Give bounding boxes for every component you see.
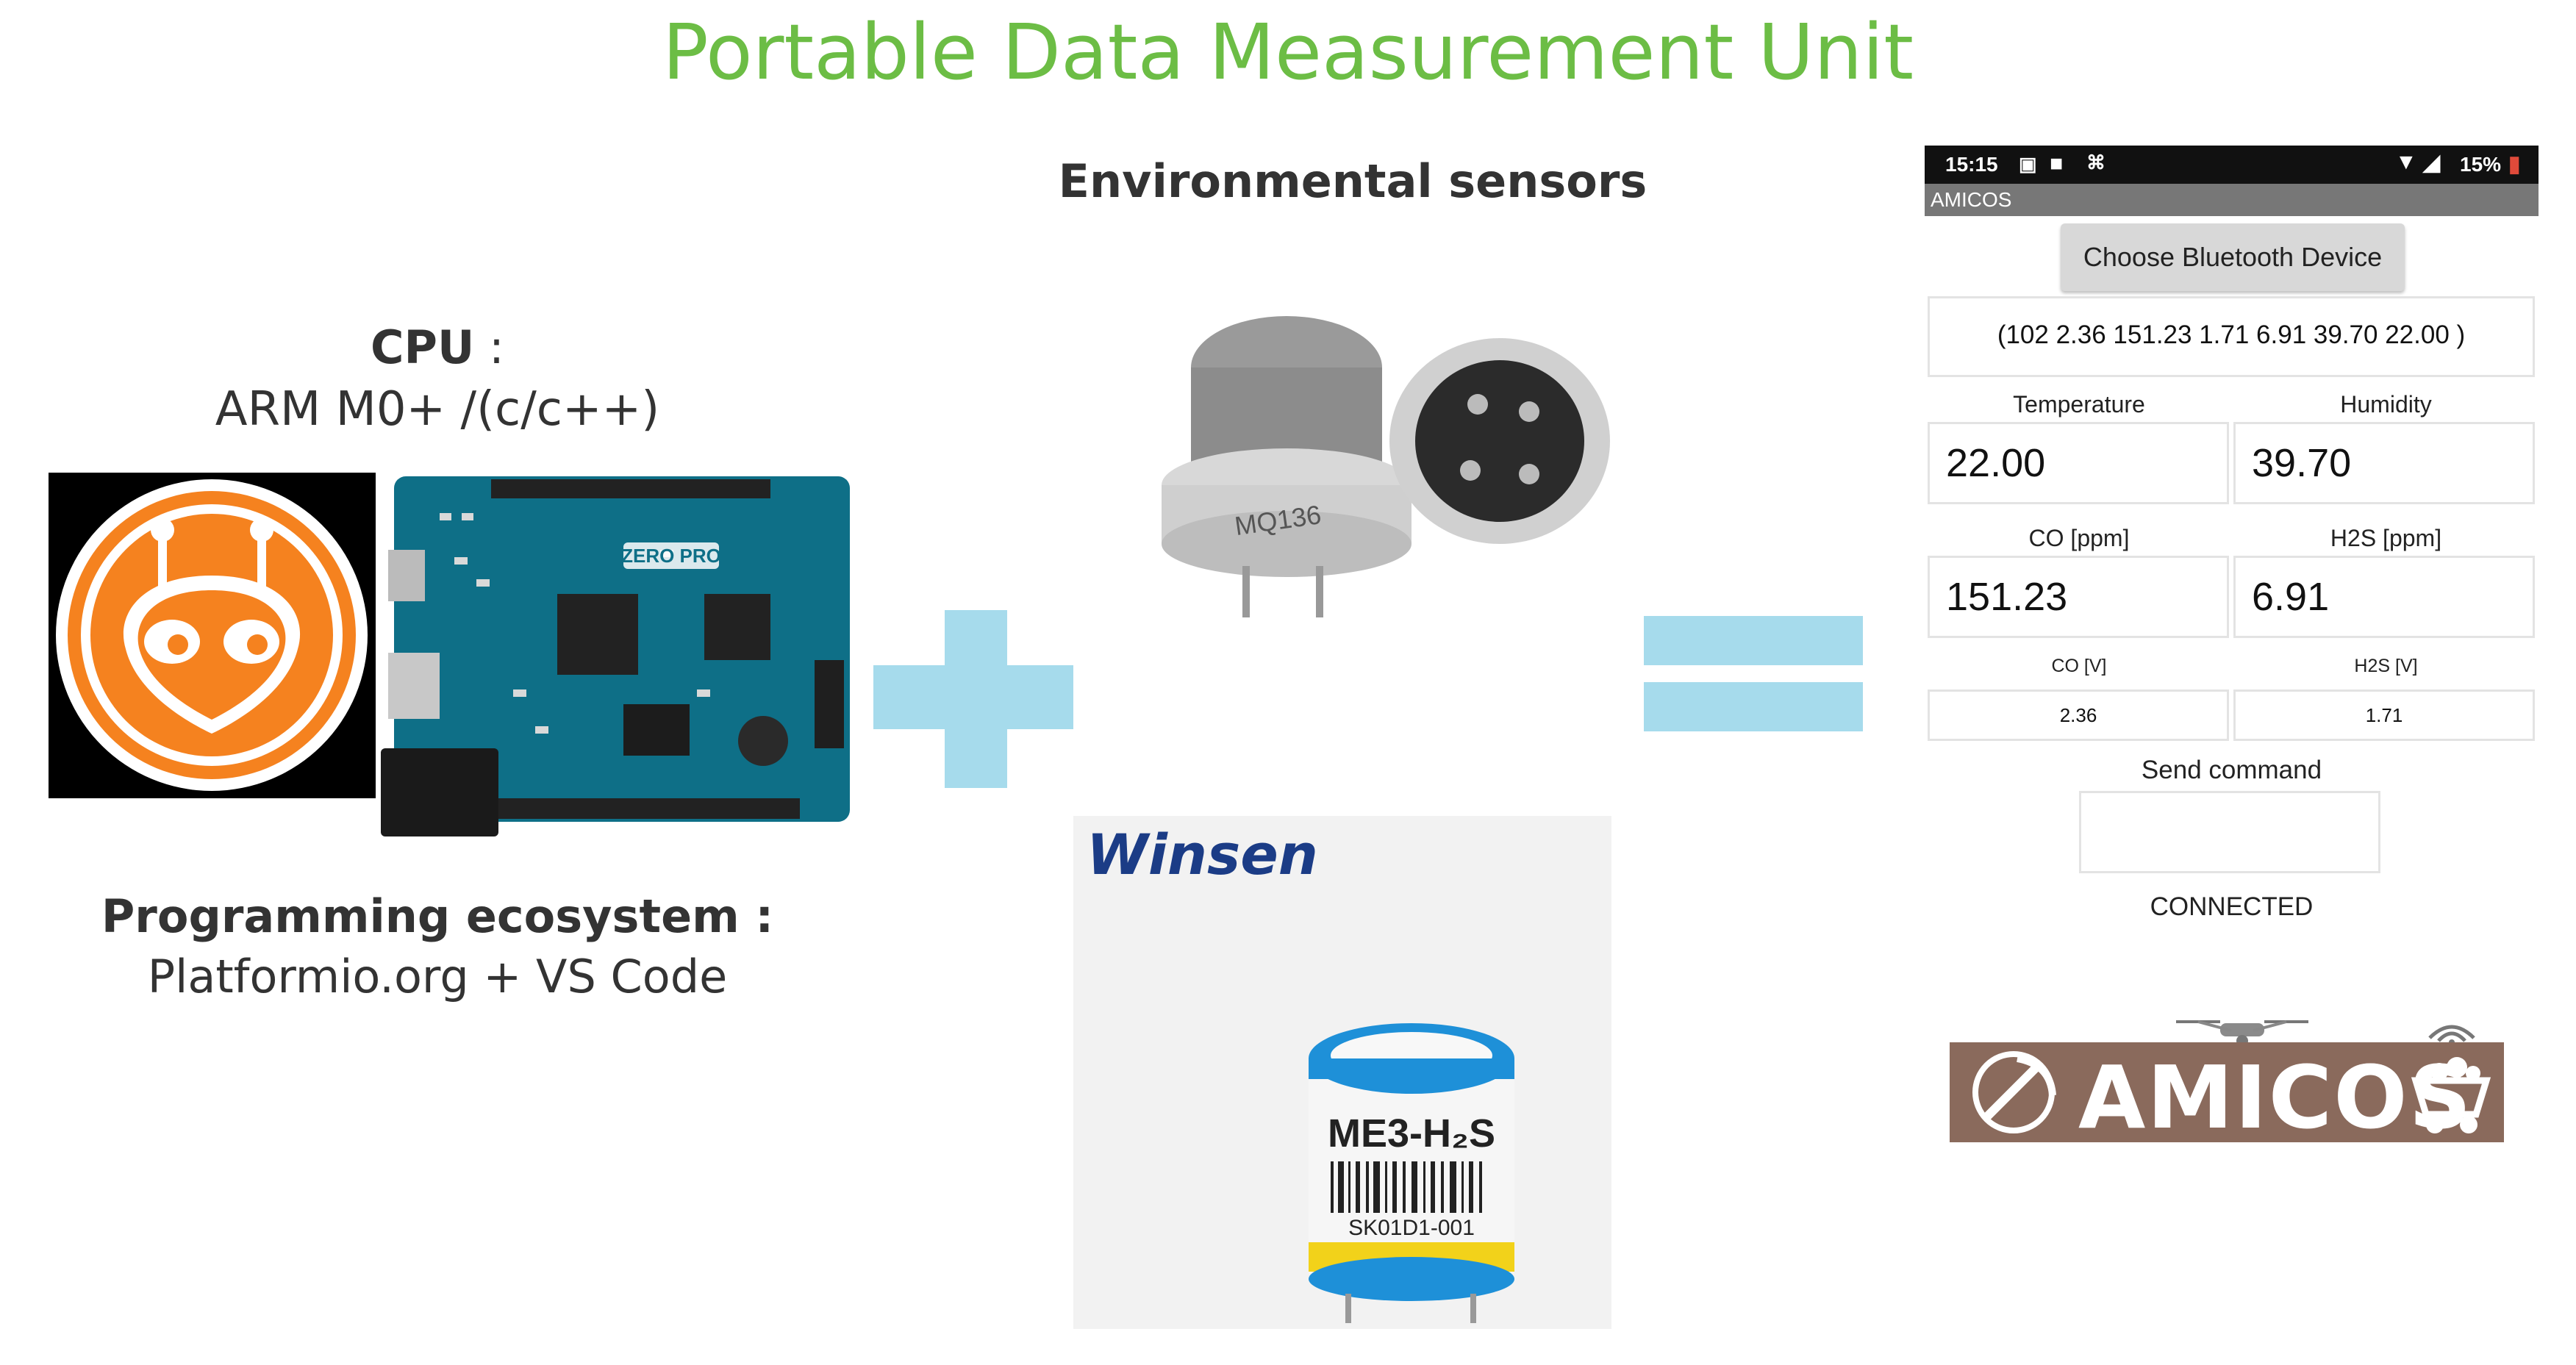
status-bar: 15:15 ▣ ■ ⌘ ▼ ◢ 15% ▮ <box>1925 146 2539 184</box>
temperature-label: Temperature <box>2013 391 2145 418</box>
amicos-logo: AMICOS <box>1950 1042 2504 1148</box>
humidity-field[interactable]: 39.70 <box>2233 422 2535 504</box>
send-command-input[interactable] <box>2079 791 2380 873</box>
mine-cart-icon <box>2411 1057 2491 1133</box>
send-command-label: Send command <box>2141 756 2322 784</box>
mq136-sensor-image: MQ136 <box>1132 294 1632 632</box>
humidity-value: 39.70 <box>2252 441 2352 485</box>
page-title: Portable Data Measurement Unit <box>662 7 1914 97</box>
me3-code-label: SK01D1-001 <box>1348 1216 1475 1240</box>
battery-level: 15% <box>2460 153 2502 176</box>
mq136-sensor: MQ136 <box>1162 316 1610 617</box>
winsen-brand-logo: Winsen <box>1087 822 1318 887</box>
h2s-v-label: H2S [V] <box>2354 656 2418 676</box>
pickaxe-emblem-icon <box>1972 1051 2056 1133</box>
cpu-colon: : <box>474 320 504 374</box>
ift-icon: ⌘ <box>2086 151 2105 173</box>
co-v-label: CO [V] <box>2051 656 2107 676</box>
programming-ecosystem-value: Platformio.org + VS Code <box>147 950 728 1003</box>
temperature-field[interactable]: 22.00 <box>1928 422 2229 504</box>
status-time: 15:15 <box>1945 153 1998 176</box>
battery-icon: ▮ <box>2508 152 2521 176</box>
cpu-heading: CPU : <box>0 320 875 374</box>
notification-icon: ■ <box>2050 151 2064 176</box>
h2s-ppm-value: 6.91 <box>2252 575 2330 619</box>
arduino-zero-board: ZERO PRO <box>381 476 850 836</box>
plus-sign-vertical <box>945 610 1007 788</box>
me3-h2s-label: ME3-H₂S <box>1328 1111 1495 1156</box>
winsen-sensor-image: Winsen ME3-H₂S SK01D1-001 <box>1073 816 1611 1329</box>
co-v-value: 2.36 <box>2059 704 2097 726</box>
temperature-value: 22.00 <box>1946 441 2046 485</box>
phone-screen: 15:15 ▣ ■ ⌘ ▼ ◢ 15% ▮ AMICOS Choose Blue… <box>1925 146 2539 954</box>
amicos-logo-text: AMICOS <box>2078 1047 2473 1148</box>
h2s-ppm-field[interactable]: 6.91 <box>2233 556 2535 638</box>
platformio-alien-icon <box>56 479 368 791</box>
h2s-v-value: 1.71 <box>2365 704 2403 726</box>
raw-data-text: (102 2.36 151.23 1.71 6.91 39.70 22.00 ) <box>1997 320 2466 349</box>
co-ppm-value: 151.23 <box>1946 575 2068 619</box>
wifi-icon: ▼ <box>2395 150 2417 174</box>
humidity-label: Humidity <box>2340 391 2432 418</box>
cpu-label: CPU <box>371 320 475 374</box>
me3-h2s-sensor: ME3-H₂S SK01D1-001 <box>1309 1023 1514 1323</box>
raw-data-display: (102 2.36 151.23 1.71 6.91 39.70 22.00 ) <box>1928 296 2535 377</box>
signal-icon: ◢ <box>2423 151 2441 175</box>
message-icon: ▣ <box>2019 153 2037 175</box>
cpu-value: ARM M0+ /(c/c++) <box>215 382 660 437</box>
arduino-board-image: ZERO PRO <box>381 469 860 836</box>
environmental-sensors-heading: Environmental sensors <box>1058 154 1647 208</box>
choose-bluetooth-device-button[interactable]: Choose Bluetooth Device <box>2061 223 2405 291</box>
board-label: ZERO PRO <box>621 545 721 567</box>
signal-arc-icon <box>2426 1016 2477 1045</box>
app-title-bar: AMICOS <box>1925 184 2539 216</box>
equals-sign-bottom <box>1644 682 1863 731</box>
programming-ecosystem-label: Programming ecosystem : <box>101 889 774 943</box>
connection-status: CONNECTED <box>2150 892 2314 921</box>
platformio-logo <box>49 473 376 798</box>
h2s-v-field[interactable]: 1.71 <box>2233 689 2535 741</box>
co-ppm-label: CO [ppm] <box>2028 525 2130 551</box>
equals-sign-top <box>1644 616 1863 665</box>
h2s-ppm-label: H2S [ppm] <box>2330 525 2442 551</box>
co-v-field[interactable]: 2.36 <box>1928 689 2229 741</box>
co-ppm-field[interactable]: 151.23 <box>1928 556 2229 638</box>
app-title: AMICOS <box>1931 188 2012 211</box>
